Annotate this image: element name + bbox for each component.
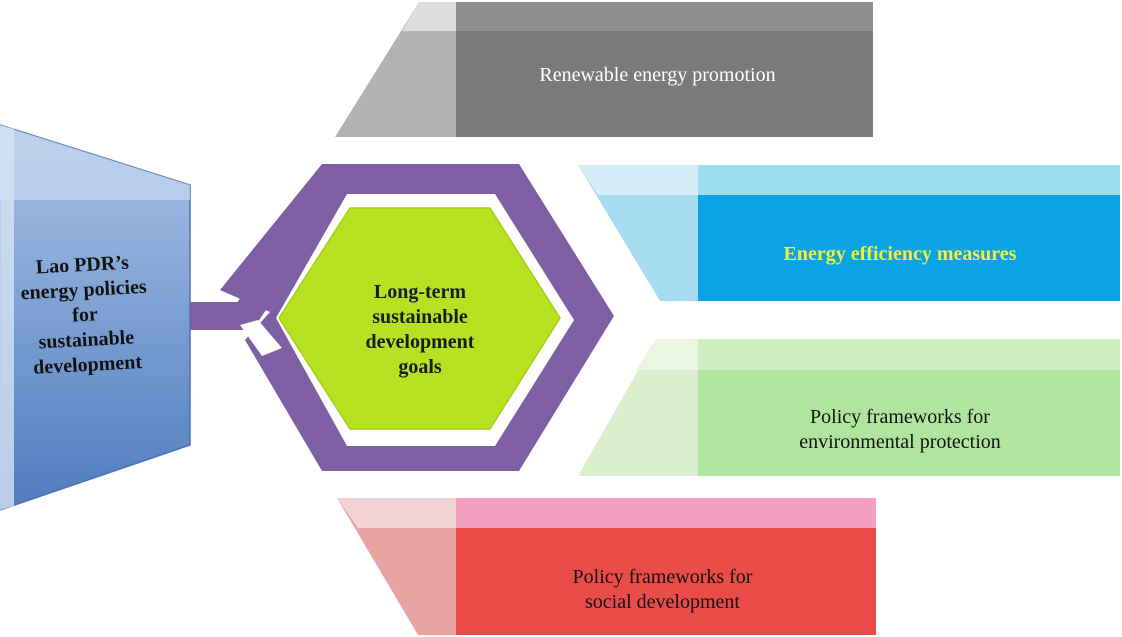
goals-label: Long-term sustainable development goals [330, 270, 510, 390]
social-line: social development [585, 591, 740, 613]
branch-social [337, 498, 876, 635]
renewable-label: Renewable energy promotion [460, 55, 855, 95]
efficiency-line: Energy efficiency measures [783, 242, 1017, 265]
goals-line: sustainable [372, 306, 468, 328]
goals-hexagon [278, 207, 561, 430]
renewable-line: Renewable energy promotion [539, 63, 776, 86]
source-panel [0, 124, 191, 511]
environment-line: Policy frameworks for [810, 406, 990, 428]
branch-efficiency [578, 165, 1120, 301]
environment-line: environmental protection [799, 431, 1001, 453]
social-line: Policy frameworks for [572, 566, 753, 588]
goals-line: goals [398, 356, 442, 378]
environment-label: Policy frameworks for environmental prot… [700, 395, 1100, 465]
source-label: Lao PDR’s energy policies for sustainabl… [6, 236, 164, 394]
goals-line: Long-term [373, 281, 467, 303]
efficiency-label: Energy efficiency measures [700, 232, 1100, 276]
goals-line: development [365, 331, 475, 353]
branch-environment [578, 339, 1120, 476]
social-label: Policy frameworks for social development [460, 555, 865, 625]
branch-renewable [335, 2, 873, 137]
